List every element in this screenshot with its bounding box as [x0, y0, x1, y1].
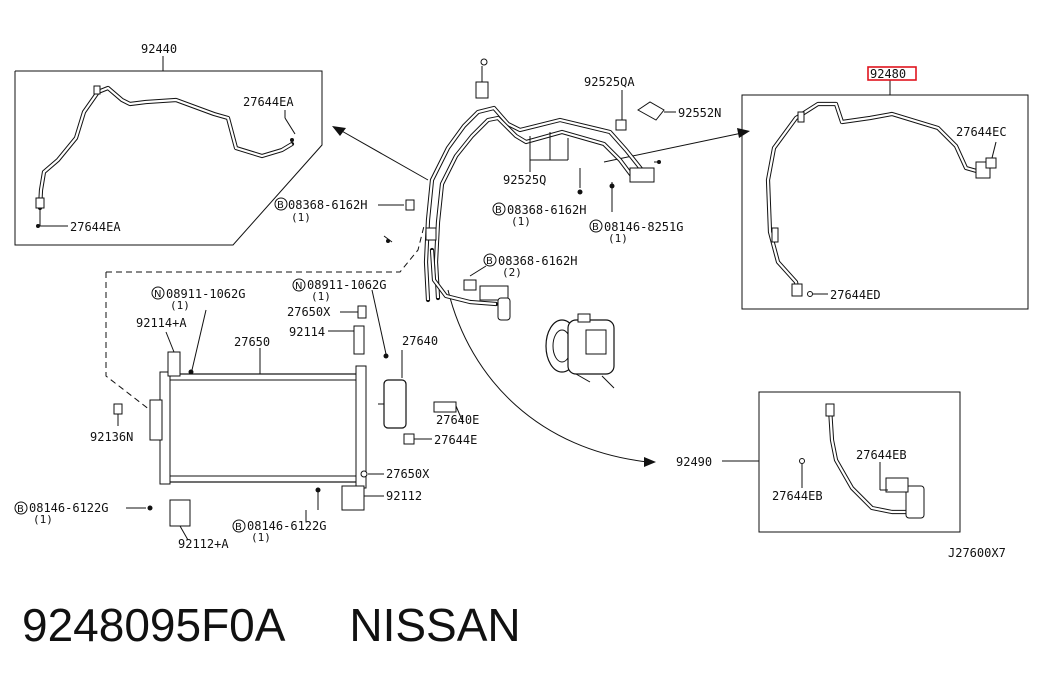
- svg-text:N: N: [295, 281, 302, 292]
- center-callouts: B 08368-6162H (1) B 08368-6162H (1) B 08…: [274, 197, 683, 447]
- label-08368-6162H-right[interactable]: 08368-6162H: [498, 254, 577, 268]
- svg-text:(1): (1): [511, 215, 531, 228]
- label-27644EC[interactable]: 27644EC: [956, 125, 1007, 139]
- label-92114-A[interactable]: 92114+A: [136, 316, 187, 330]
- label-08911-1062G-mid[interactable]: 08911-1062G: [307, 278, 386, 292]
- label-27644EB-right[interactable]: 27644EB: [856, 448, 907, 462]
- svg-text:(1): (1): [170, 299, 190, 312]
- inset-92490: 92490 27644EB 27644EB: [676, 391, 961, 533]
- svg-text:(1): (1): [311, 290, 331, 303]
- highlight-box: [867, 66, 917, 81]
- svg-text:(1): (1): [33, 513, 53, 526]
- label-92525Q[interactable]: 92525Q: [503, 173, 546, 187]
- svg-text:B: B: [592, 222, 599, 233]
- svg-text:(1): (1): [251, 531, 271, 544]
- label-92552N[interactable]: 92552N: [678, 106, 721, 120]
- label-92112-A[interactable]: 92112+A: [178, 537, 229, 551]
- label-27650X-bottom[interactable]: 27650X: [386, 467, 430, 481]
- caption-brand: NISSAN: [349, 599, 521, 651]
- caption-part-number: 9248095F0A: [22, 599, 286, 651]
- svg-text:B: B: [277, 200, 284, 211]
- label-27644ED[interactable]: 27644ED: [830, 288, 881, 302]
- svg-text:B: B: [495, 205, 502, 216]
- label-92112[interactable]: 92112: [386, 489, 422, 503]
- diagram-ref-code: J27600X7: [948, 546, 1006, 560]
- label-27644EA-bottom[interactable]: 27644EA: [70, 220, 121, 234]
- label-27650[interactable]: 27650: [234, 335, 270, 349]
- svg-text:B: B: [17, 504, 24, 515]
- caption: 9248095F0A NISSAN: [22, 598, 521, 652]
- label-27640[interactable]: 27640: [402, 334, 438, 348]
- label-92440[interactable]: 92440: [141, 42, 177, 56]
- svg-text:B: B: [486, 256, 493, 267]
- label-27644EA-top[interactable]: 27644EA: [243, 95, 294, 109]
- label-08146-8251G[interactable]: 08146-8251G: [604, 220, 683, 234]
- svg-text:N: N: [154, 289, 161, 300]
- svg-text:(1): (1): [608, 232, 628, 245]
- label-92480[interactable]: 92480: [870, 67, 906, 81]
- main-pipe-assembly: 92525Q 92525QA 92552N: [423, 58, 721, 321]
- label-27640E[interactable]: 27640E: [436, 413, 479, 427]
- label-92136N[interactable]: 92136N: [90, 430, 133, 444]
- svg-text:(1): (1): [291, 211, 311, 224]
- label-08911-1062G-left[interactable]: 08911-1062G: [166, 287, 245, 301]
- label-27650X-top[interactable]: 27650X: [287, 305, 331, 319]
- label-08368-6162H-left[interactable]: 08368-6162H: [288, 198, 367, 212]
- label-08146-6122G-left[interactable]: 08146-6122G: [29, 501, 108, 515]
- compressor: [545, 313, 615, 389]
- svg-text:B: B: [235, 522, 242, 533]
- label-08146-6122G-right[interactable]: 08146-6122G: [247, 519, 326, 533]
- inset-92480: 92480 27644EC 27644ED: [741, 66, 1029, 310]
- svg-text:(2): (2): [502, 266, 522, 279]
- label-27644E[interactable]: 27644E: [434, 433, 477, 447]
- label-27644EB-left[interactable]: 27644EB: [772, 489, 823, 503]
- label-08368-6162H-mid[interactable]: 08368-6162H: [507, 203, 586, 217]
- condenser-assembly: 27650 N 08911-1062G (1) 92114+A 92136N 2…: [14, 225, 430, 551]
- label-92490[interactable]: 92490: [676, 455, 712, 469]
- label-92114[interactable]: 92114: [289, 325, 325, 339]
- inset-92440: 92440 27644EA 27644EA: [14, 42, 323, 246]
- label-92525QA[interactable]: 92525QA: [584, 75, 635, 89]
